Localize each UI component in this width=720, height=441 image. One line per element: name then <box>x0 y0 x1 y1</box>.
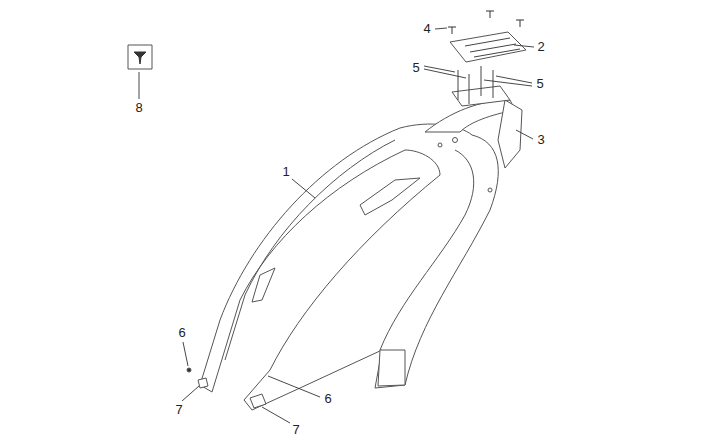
callout-number: 8 <box>133 101 144 115</box>
callout-number: 5 <box>534 77 545 91</box>
callout-number: 3 <box>535 133 546 147</box>
cover-detail <box>378 350 405 386</box>
kit-box <box>128 45 152 69</box>
callout-number: 6 <box>176 326 187 340</box>
cover-detail <box>225 140 395 360</box>
callout-number: 7 <box>173 403 184 417</box>
callout-number: 7 <box>290 423 301 437</box>
callout-number: 6 <box>322 392 333 406</box>
callout-number: 4 <box>421 22 432 36</box>
callout-number: 1 <box>280 165 291 179</box>
cover-detail <box>252 268 275 302</box>
leader-lines <box>139 28 534 423</box>
luggage-rack <box>450 32 526 62</box>
callout-number: 2 <box>535 40 546 54</box>
callout-number: 5 <box>410 61 421 75</box>
hole <box>488 188 492 192</box>
hole <box>453 138 458 143</box>
hole <box>438 143 442 147</box>
rear-piece <box>498 100 522 168</box>
cover-detail <box>380 150 474 350</box>
cover-detail <box>360 178 420 215</box>
side-cover <box>200 124 498 410</box>
